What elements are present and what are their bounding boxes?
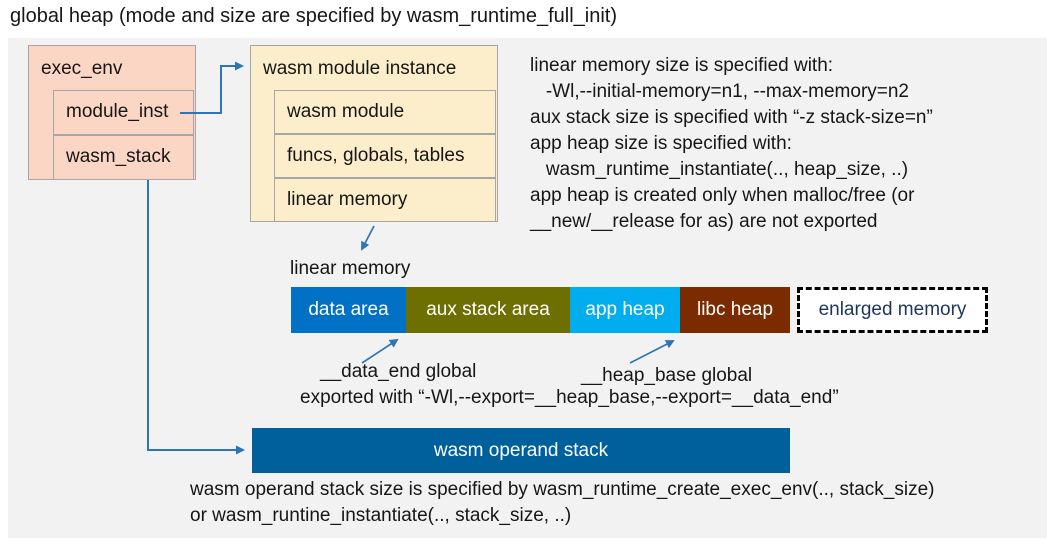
note-line: app heap size is specified with: [530,133,792,154]
note-line: -Wl,--initial-memory=n1, --max-memory=n2 [530,81,909,102]
module-instance-header: wasm module instance [263,58,457,79]
segment-aux-stack-area: aux stack area [406,287,570,333]
exec-env-row-wasm-stack: wasm_stack [53,135,194,180]
note-line: aux stack size is specified with “-z sta… [530,107,933,128]
data-end-global-label: __data_end global [320,361,477,382]
note-line: wasm_runtime_instantiate(.., heap_size, … [530,159,909,180]
memory-size-notes: linear memory size is specified with: -W… [530,53,933,235]
linear-memory-label: linear memory [290,258,411,279]
exec-env-row-module-inst: module_inst [53,90,194,135]
diagram-title: global heap (mode and size are specified… [10,5,617,27]
note-line: app heap is created only when malloc/fre… [530,185,915,206]
note-line: or wasm_runtine_instantiate(.., stack_si… [190,504,572,526]
heap-base-global-label: __heap_base global [581,365,753,386]
instance-row-linear-memory: linear memory [274,178,496,222]
note-line: linear memory size is specified with: [530,55,834,76]
note-line: __new/__release for as) are not exported [530,211,878,232]
segment-data-area: data area [291,287,406,333]
exec-env-header: exec_env [41,58,123,79]
instance-row-wasm-module: wasm module [274,90,496,134]
note-line: wasm operand stack size is specified by … [190,479,935,500]
exported-flags-label: exported with “-Wl,--export=__heap_base,… [300,387,839,408]
segment-libc-heap: libc heap [680,287,790,333]
operand-stack-notes: wasm operand stack size is specified by … [190,477,935,528]
segment-enlarged-memory: enlarged memory [797,287,988,333]
instance-row-funcs-globals-tables: funcs, globals, tables [274,134,496,178]
segment-app-heap: app heap [570,287,680,333]
wasm-operand-stack-bar: wasm operand stack [252,428,790,473]
